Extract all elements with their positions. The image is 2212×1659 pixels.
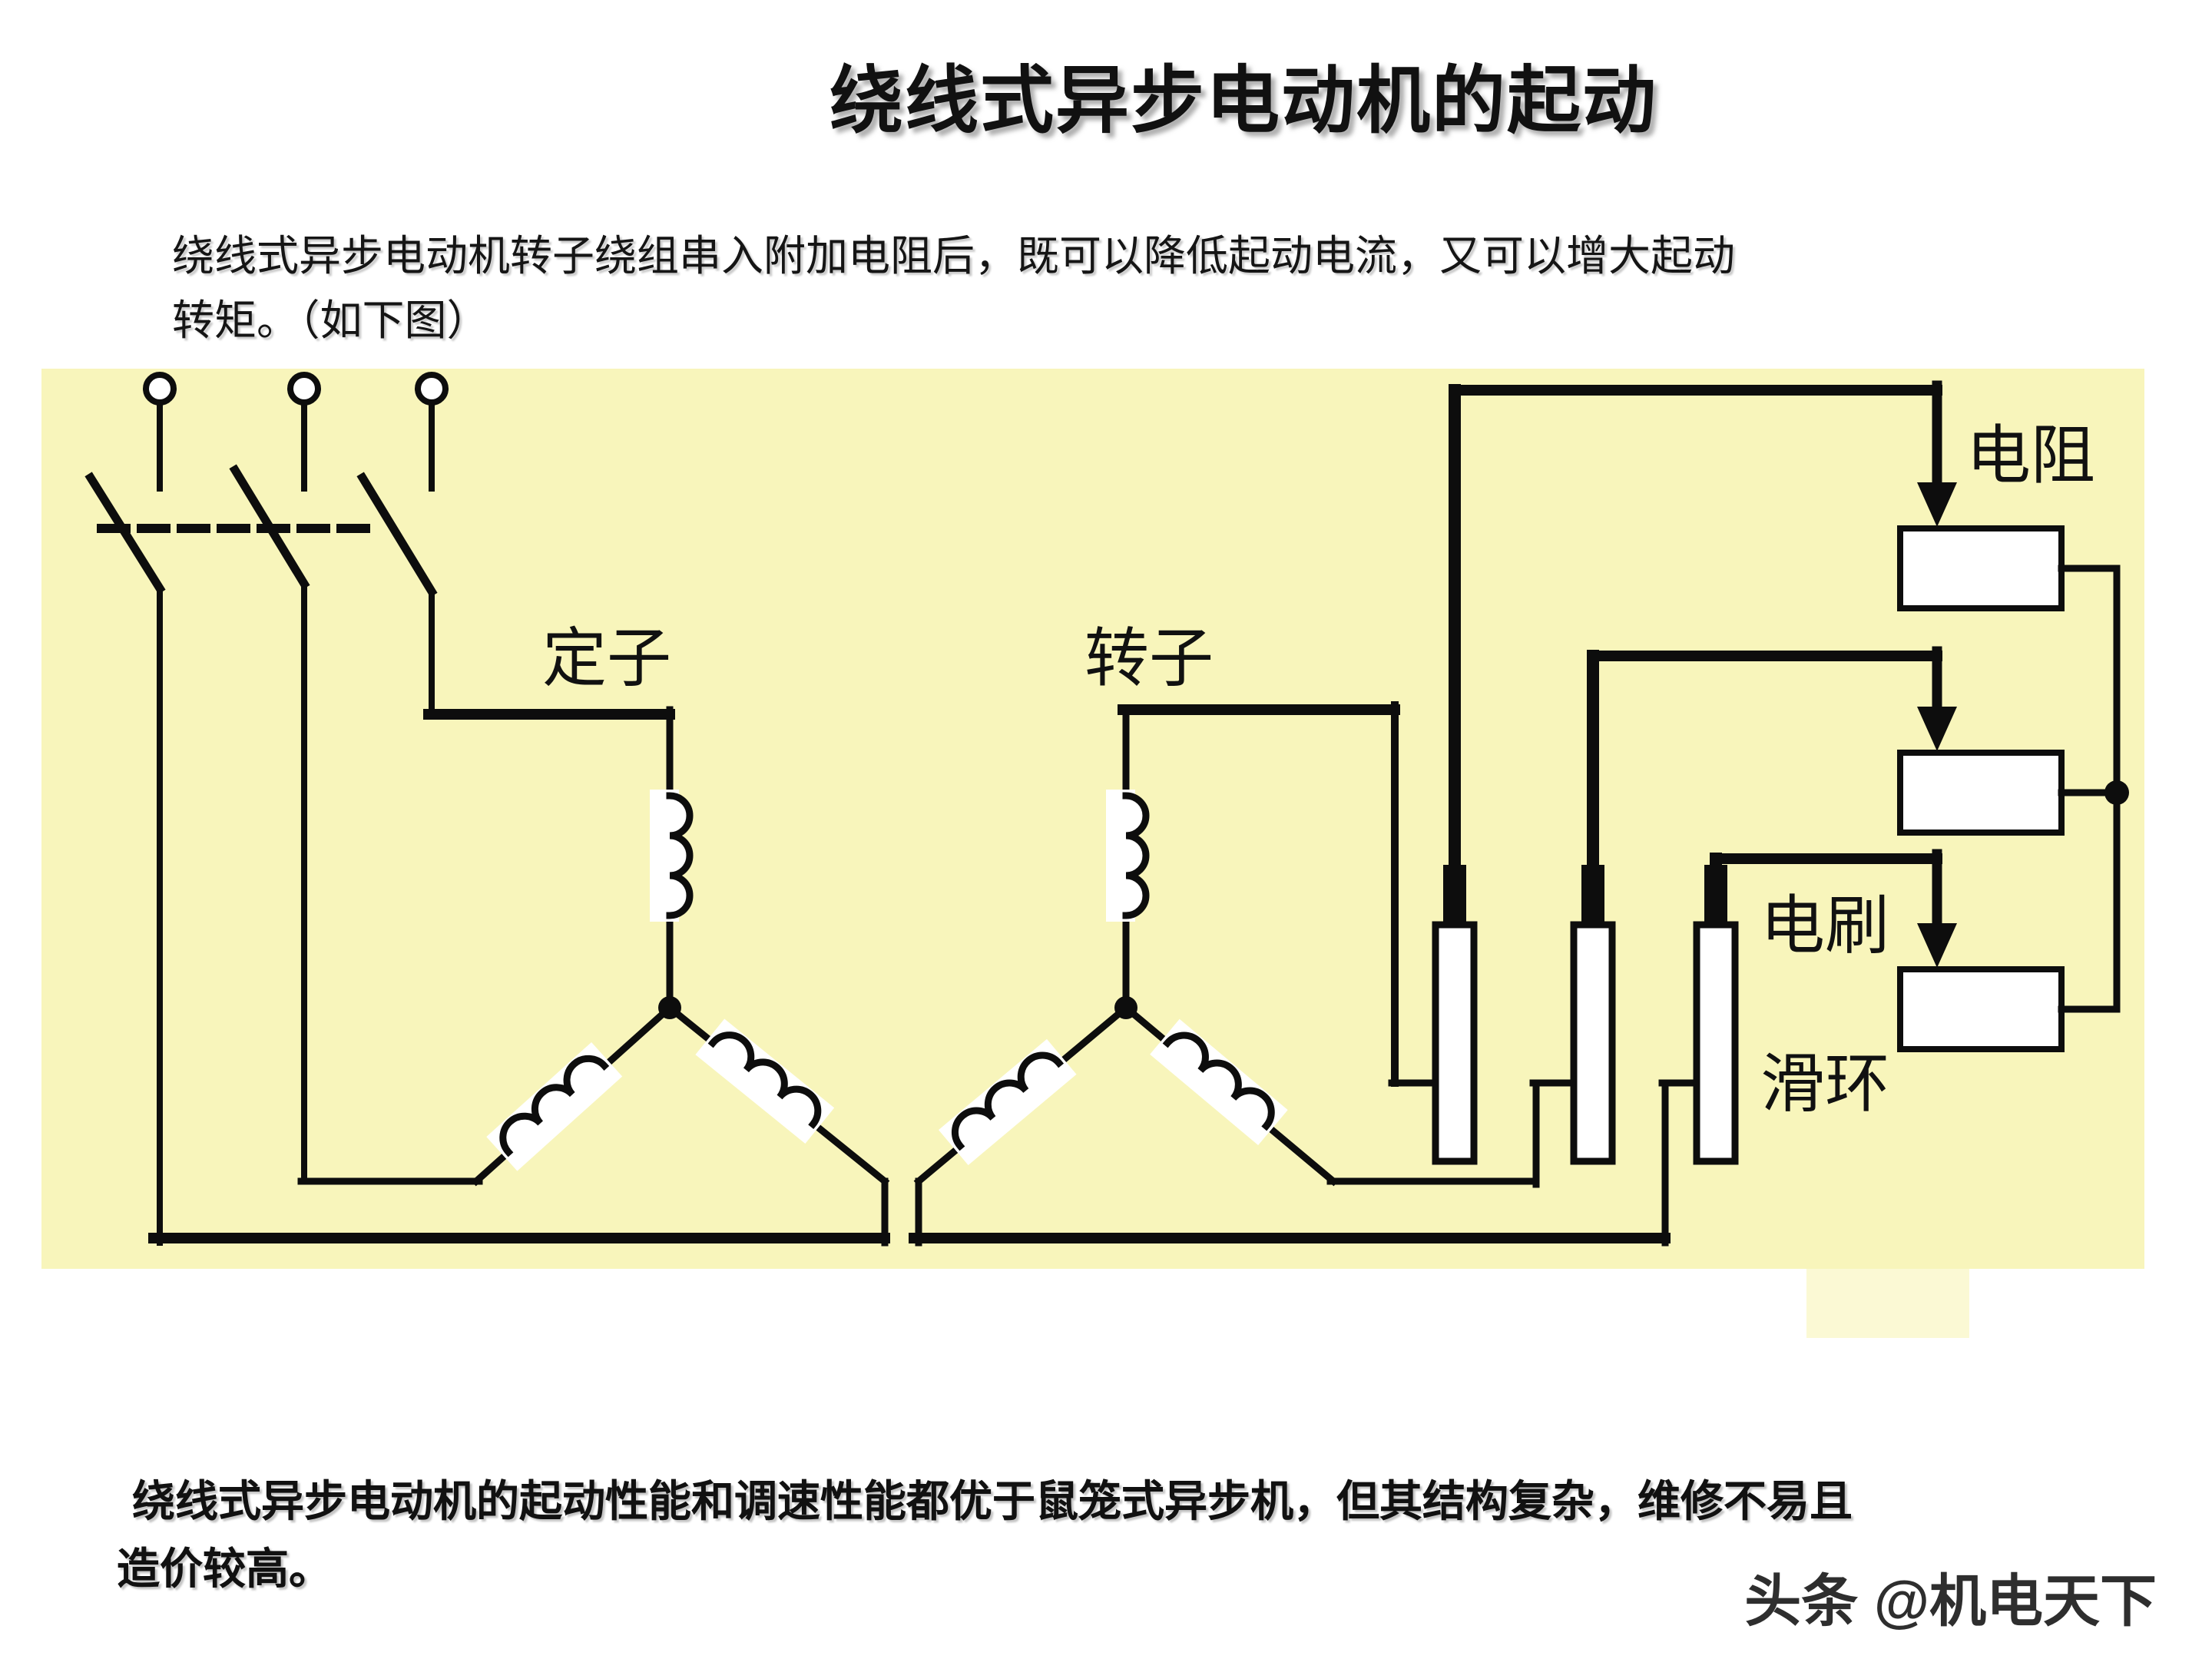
resistor-feed-lines [1449, 380, 1957, 968]
brush1-cap-icon [1443, 865, 1466, 926]
brush3-cap-icon [1704, 865, 1727, 926]
watermark-text: 头条 @机电天下 [1744, 1570, 2157, 1633]
intro-paragraph: 绕线式异步电动机转子绕组串入附加电阻后，既可以降低起动电流，又可以增大起动 转矩… [172, 224, 1862, 353]
brush1-body-icon [1432, 921, 1478, 1165]
resistor2-icon [1897, 750, 2065, 836]
brush2-body-icon [1570, 921, 1616, 1165]
stator-winding-right-icon [695, 1018, 835, 1144]
page-title: 绕线式异步电动机的起动 [830, 61, 1658, 143]
resistor3-icon [1897, 966, 2065, 1052]
intro-line-2: 转矩。（如下图） [172, 296, 489, 344]
three-pole-switch [84, 372, 449, 598]
brush2-cap-icon [1581, 865, 1604, 926]
supply-terminal-icon [287, 372, 321, 406]
resistor-label: 电阻 [1966, 421, 2095, 492]
arrow-down-icon [1917, 482, 1957, 527]
supply-terminal-icon [415, 372, 449, 406]
stator-label: 定子 [542, 624, 671, 695]
slip-ring-label: 滑环 [1760, 1049, 1889, 1121]
intro-line-1: 绕线式异步电动机转子绕组串入附加电阻后，既可以降低起动电流，又可以增大起动 [172, 232, 1735, 280]
bus-junction-dot [2104, 780, 2129, 805]
brush-slip-ring-group [1432, 384, 1739, 1165]
starting-resistor-bank [1897, 525, 2129, 1052]
note-line-1: 绕线式异步电动机的起动性能和调速性能都优于鼠笼式异步机，但其结构复杂，维修不易且 [132, 1479, 1853, 1527]
switch-blade-3 [356, 472, 438, 598]
arrow-down-icon [1917, 923, 1957, 968]
diagram-background [41, 369, 2144, 1269]
stator-winding-left-icon [486, 1041, 623, 1171]
note-paragraph: 绕线式异步电动机的起动性能和调速性能都优于鼠笼式异步机，但其结构复杂，维修不易且… [117, 1470, 1929, 1605]
resistor1-icon [1897, 525, 2065, 611]
rotor-winding-top-icon [1122, 792, 1150, 919]
rotor-label: 转子 [1084, 624, 1214, 695]
arrow-down-icon [1917, 707, 1957, 751]
diagram-background-tab [1806, 1269, 1969, 1338]
rotor-star-point [1114, 996, 1137, 1019]
stator-circuit [148, 581, 890, 1247]
rotor-circuit [909, 701, 1701, 1247]
rotor-winding-left-icon [939, 1038, 1077, 1166]
stator-winding-top-icon [666, 792, 694, 919]
stator-star-point [658, 996, 681, 1019]
note-line-2: 造价较高。 [117, 1547, 333, 1594]
supply-terminal-icon [143, 372, 177, 406]
rotor-winding-right-icon [1150, 1018, 1288, 1146]
brush3-body-icon [1693, 921, 1739, 1165]
brush-label: 电刷 [1760, 891, 1889, 962]
